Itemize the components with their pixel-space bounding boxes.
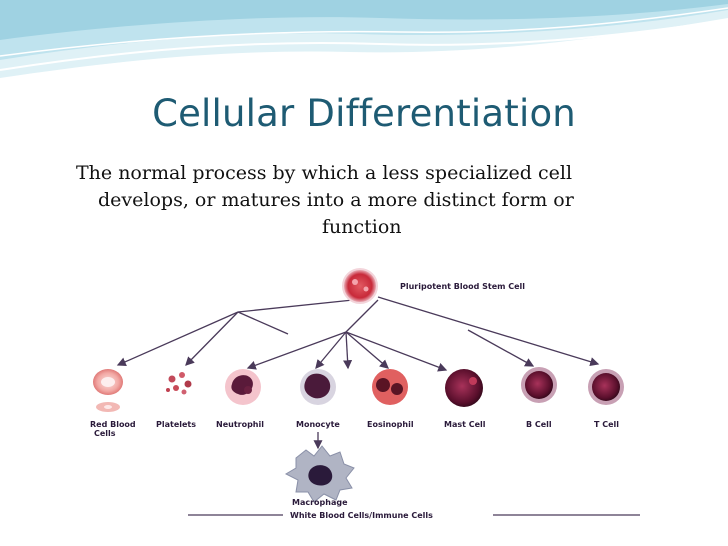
monocyte-label: Monocyte <box>296 420 340 429</box>
monocyte-cell <box>300 369 336 405</box>
platelets-label: Platelets <box>156 420 197 429</box>
body-line-2: develops, or matures into a more distinc… <box>98 189 574 211</box>
red-blood-cells-label-line2: Cells <box>94 429 116 438</box>
macrophage-cell <box>284 445 355 503</box>
b-cell <box>521 367 557 403</box>
red-blood-cells-label-line1: Red Blood <box>90 420 136 429</box>
body-line-1: The normal process by which a less speci… <box>76 162 573 184</box>
b-cell-label: B Cell <box>526 420 552 429</box>
mast-cell <box>445 369 483 407</box>
differentiation-arrows <box>116 296 600 450</box>
neutrophil-label: Neutrophil <box>216 420 264 429</box>
diagram-graphics <box>93 268 640 516</box>
header-wave-decoration <box>0 0 728 78</box>
body-line-3: function <box>322 216 402 238</box>
pluripotent-stem-cell <box>342 268 378 304</box>
red-blood-cell <box>93 369 123 412</box>
slide-title: Cellular Differentiation <box>152 92 576 135</box>
mast-cell-label: Mast Cell <box>444 420 486 429</box>
stem-cell-label: Pluripotent Blood Stem Cell <box>400 282 526 291</box>
platelets <box>166 372 192 395</box>
neutrophil-cell <box>225 369 261 405</box>
blood-cell-differentiation-diagram: Pluripotent Blood Stem Cell Red Blood Ce… <box>78 262 648 522</box>
eosinophil-label: Eosinophil <box>367 420 414 429</box>
t-cell <box>588 369 624 405</box>
t-cell-label: T Cell <box>594 420 620 429</box>
white-blood-cells-label: White Blood Cells/Immune Cells <box>290 511 433 520</box>
macrophage-label: Macrophage <box>292 498 348 507</box>
eosinophil-cell <box>372 369 408 405</box>
slide-body-text: The normal process by which a less speci… <box>76 160 676 241</box>
